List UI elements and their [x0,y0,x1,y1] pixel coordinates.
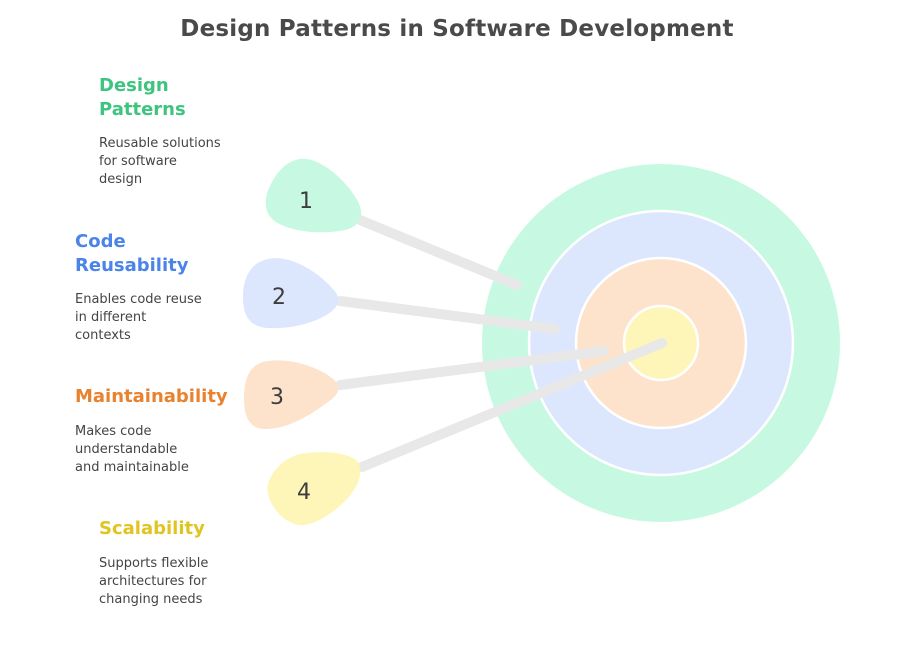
pin-4: 4 [267,452,361,526]
description-line: contexts [75,328,131,343]
pin-1-number: 1 [299,189,313,214]
pin-3-shape [244,360,339,430]
item-description: Supports flexible architectures for chan… [99,555,239,609]
item-code-reusability: Code Reusability Enables code reuse in d… [75,230,225,345]
pin-2-number: 2 [272,285,286,310]
pin-3-number: 3 [270,385,284,410]
pin-1: 1 [265,158,362,233]
item-heading: Scalability [99,517,239,541]
description-line: in different [75,310,147,325]
description-line: Makes code [75,424,152,439]
item-scalability: Scalability Supports flexible architectu… [99,517,239,609]
heading-line: Maintainability [75,386,228,407]
pin-2-shape [243,258,339,329]
description-line: changing needs [99,592,203,607]
description-line: Enables code reuse [75,292,202,307]
heading-line: Code [75,231,126,252]
description-line: understandable [75,442,178,457]
arrow-1-shaft [355,215,522,290]
heading-line: Design [99,75,169,96]
heading-line: Scalability [99,518,205,539]
heading-line: Patterns [99,99,186,120]
description-line: and maintainable [75,460,189,475]
arrow-3-shaft [335,346,609,390]
arrows [335,215,667,472]
item-design-patterns: Design Patterns Reusable solutions for s… [99,74,239,189]
item-heading: Code Reusability [75,230,225,278]
arrow-4-shaft [357,338,667,472]
pin-2: 2 [243,258,339,329]
pin-1-shape [265,158,362,233]
description-line: architectures for [99,574,207,589]
item-description: Makes code understandable and maintainab… [75,423,245,477]
description-line: for software [99,154,177,169]
arrow-2-shaft [335,296,560,334]
pin-4-shape [267,452,361,526]
item-heading: Maintainability [75,385,245,409]
pin-4-number: 4 [297,480,311,505]
description-line: Supports flexible [99,556,209,571]
diagram-title: Design Patterns in Software Development [180,16,734,42]
item-description: Reusable solutions for software design [99,135,239,189]
pin-3: 3 [244,360,339,430]
item-description: Enables code reuse in different contexts [75,291,225,345]
item-maintainability: Maintainability Makes code understandabl… [75,385,245,477]
description-line: design [99,172,143,187]
item-heading: Design Patterns [99,74,239,122]
description-line: Reusable solutions [99,136,221,151]
heading-line: Reusability [75,255,189,276]
